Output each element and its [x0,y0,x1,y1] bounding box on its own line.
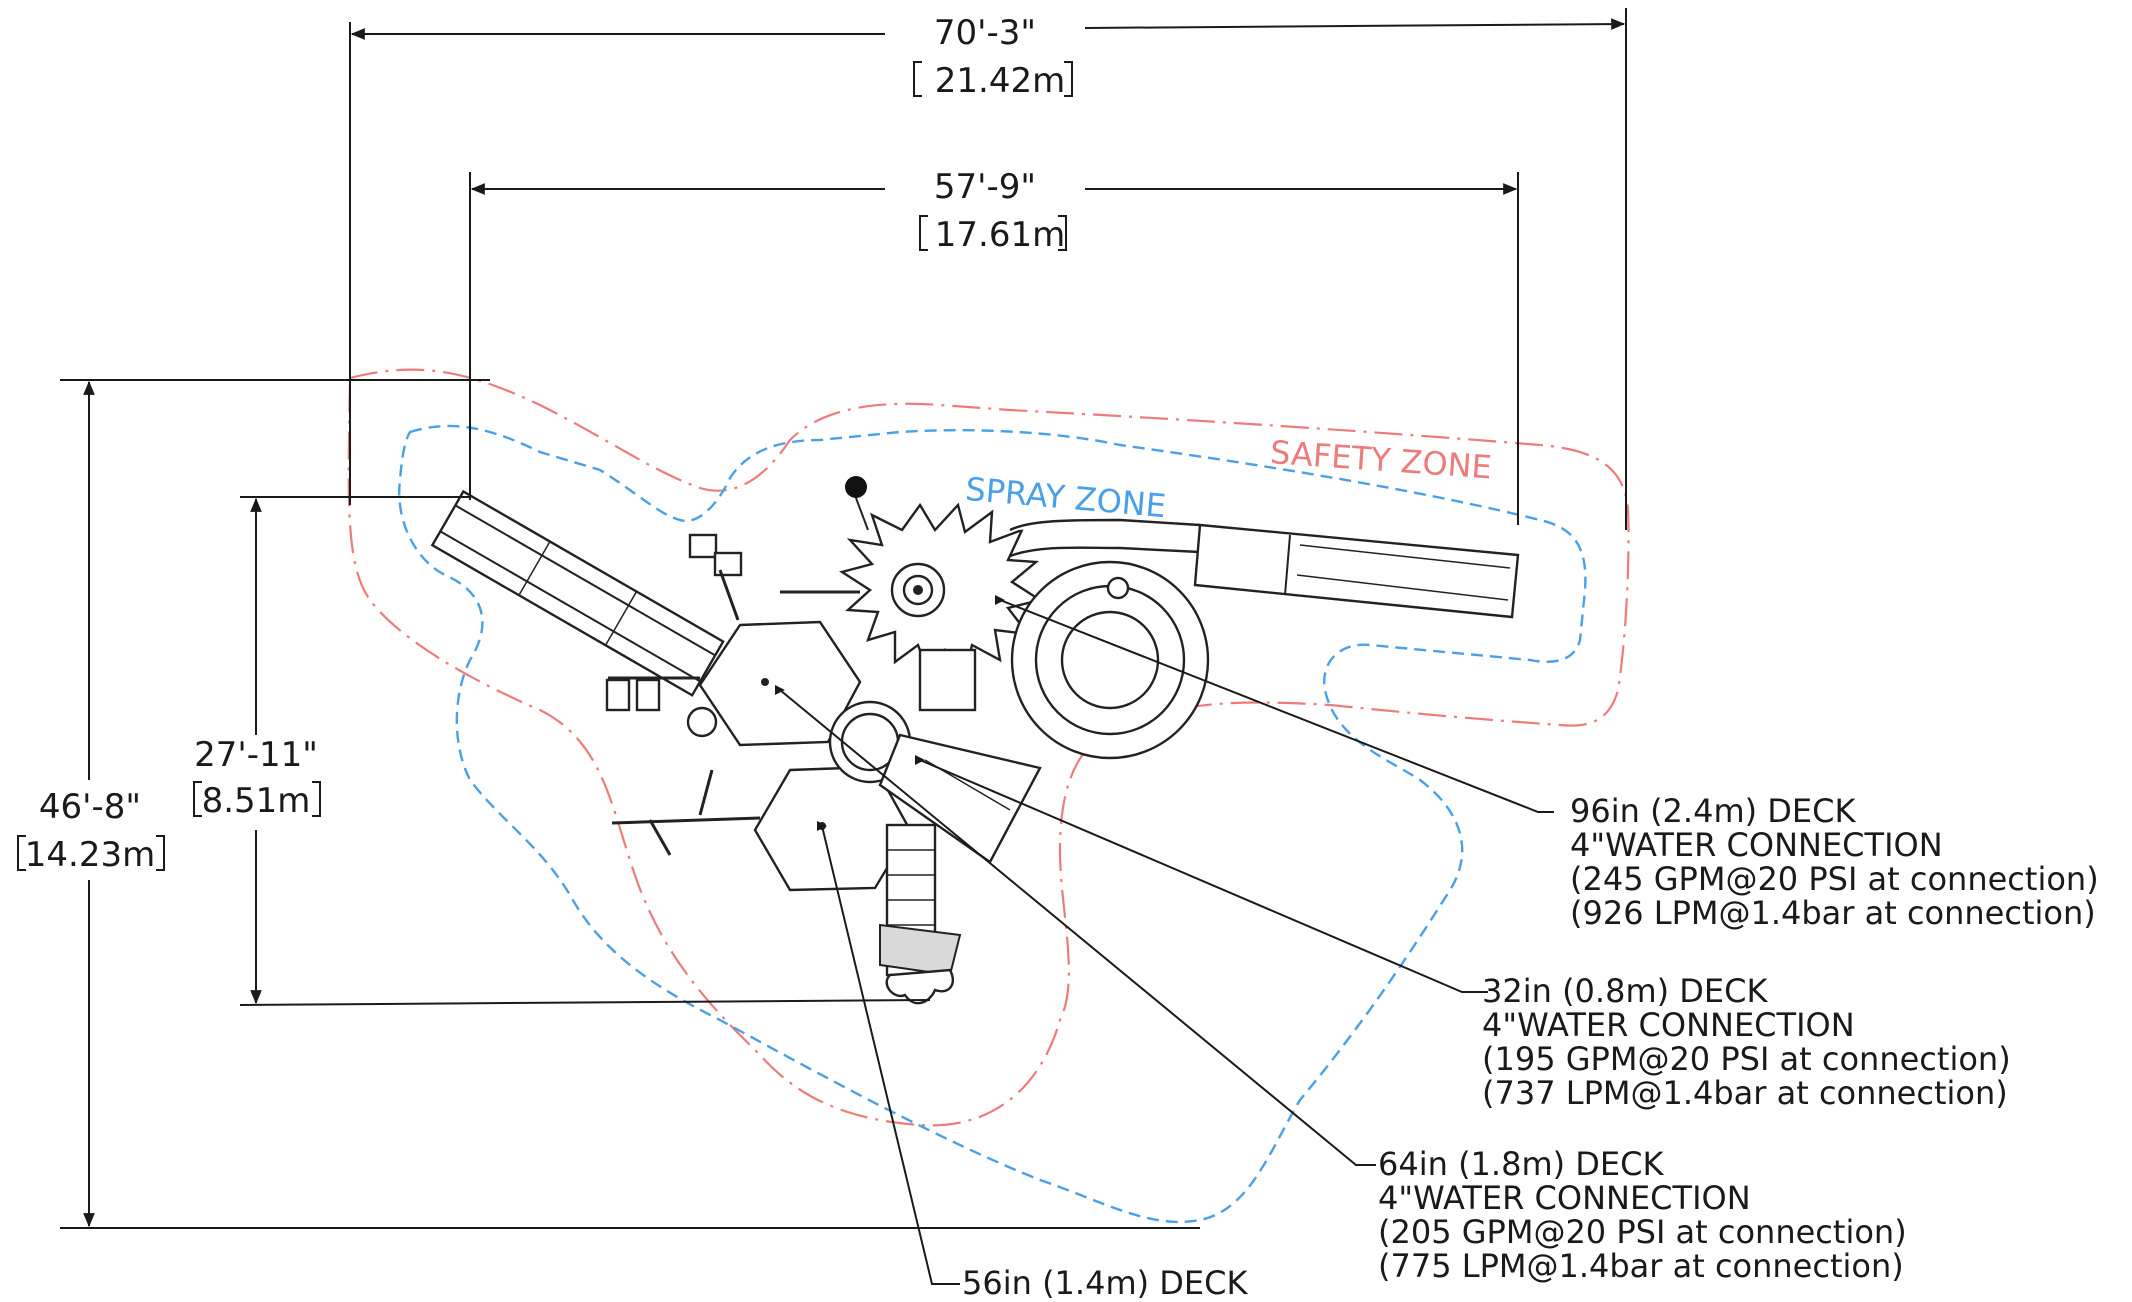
left-slide [430,489,725,697]
overall-depth-imperial: 46'-8" [39,787,141,827]
callout-connection: 4"WATER CONNECTION [1570,826,1943,864]
overall-width-dimension-right [1084,18,1626,30]
spray-zone-boundary [398,424,1587,1224]
leader-64in [775,685,1376,1166]
spray-tree [839,502,1043,678]
callout-gpm: (195 GPM@20 PSI at connection) [1482,1040,2011,1078]
callout-gpm: (245 GPM@20 PSI at connection) [1570,860,2099,898]
callout-deck: 96in (2.4m) DECK [1570,792,1856,830]
leader-56in [817,821,960,1285]
callout-lpm: (775 LPM@1.4bar at connection) [1378,1247,1904,1285]
hex-deck-upper [698,620,862,747]
structure-depth-imperial: 27'-11" [194,735,318,775]
callout-gpm: (205 GPM@20 PSI at connection) [1378,1213,1907,1251]
play-structure [430,476,1520,1005]
callout-lpm: (737 LPM@1.4bar at connection) [1482,1074,2008,1112]
callout-32in: 32in (0.8m) DECK 4"WATER CONNECTION (195… [1482,972,2011,1112]
callout-deck: 32in (0.8m) DECK [1482,972,1768,1010]
overall-width-metric: 21.42m [935,61,1065,101]
callout-lpm: (926 LPM@1.4bar at connection) [1570,894,2096,932]
center-tower [918,648,977,712]
leader-32in [915,755,1488,993]
callout-64in: 64in (1.8m) DECK 4"WATER CONNECTION (205… [1378,1145,1907,1285]
spray-zone-label: SPRAY ZONE [964,470,1167,525]
overall-depth-metric: 14.23m [25,835,155,875]
left-spray-features [605,533,860,856]
bell-post [845,476,867,498]
callout-connection: 4"WATER CONNECTION [1482,1006,1855,1044]
callout-56in: 56in (1.4m) DECK [962,1264,1248,1302]
safety-zone-label: SAFETY ZONE [1269,433,1493,486]
safety-zone-boundary [347,368,1630,1127]
structure-width-metric: 17.61m [935,215,1065,255]
callout-96in: 96in (2.4m) DECK 4"WATER CONNECTION (245… [1570,792,2099,932]
overall-width-imperial: 70'-3" [934,13,1036,53]
callout-connection: 4"WATER CONNECTION [1378,1179,1751,1217]
leader-96in [995,595,1554,813]
structure-depth-metric: 8.51m [202,781,311,821]
bottom-stairs [879,823,962,1005]
right-slide [1193,523,1520,619]
spiral-slide [1009,518,1210,760]
callout-deck: 56in (1.4m) DECK [962,1264,1248,1302]
callout-deck: 64in (1.8m) DECK [1378,1145,1664,1183]
structure-width-imperial: 57'-9" [934,167,1036,207]
